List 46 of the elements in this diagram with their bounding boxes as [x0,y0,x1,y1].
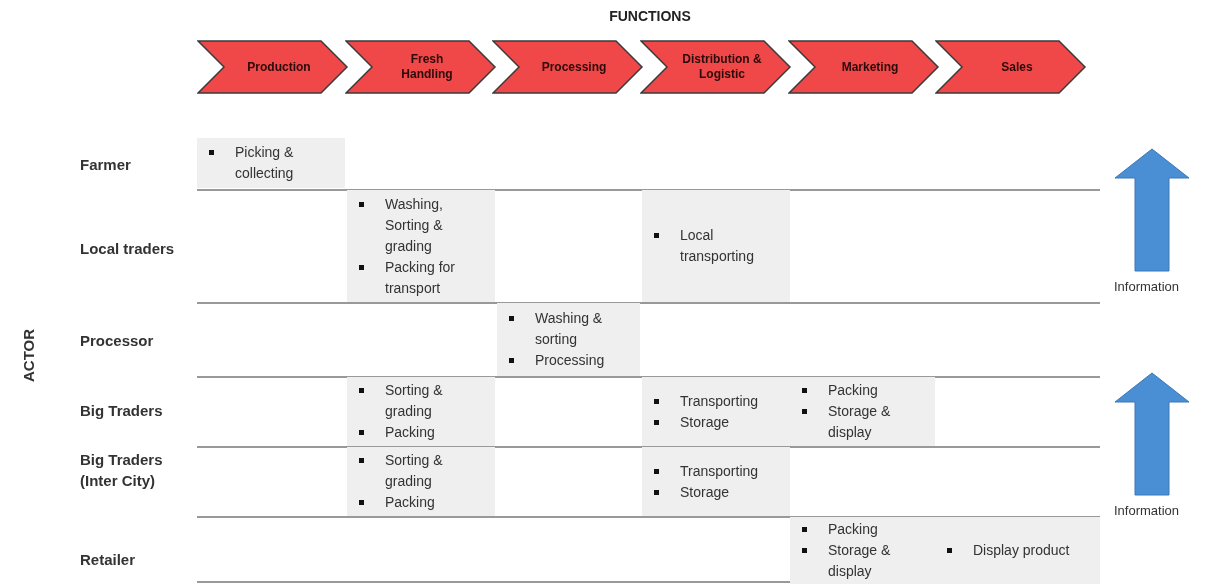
task-cell [347,377,495,446]
task-text: Packing for transport [385,257,457,298]
task-text: Storage & display [828,402,892,442]
task-text: Processing [535,351,605,370]
task-text: Sorting & grading [385,381,444,421]
function-label: Marketing [841,59,899,75]
task-cell [642,377,790,446]
actor-label: Retailer [80,550,136,570]
task-cell [497,303,640,376]
task-text: Washing & sorting [535,309,604,349]
task-cell [347,447,495,516]
task-text: Packing [828,381,878,400]
task-cell [790,517,935,584]
task-text: Packing [385,423,435,442]
task-text: Storage [680,482,730,502]
task-text: Transporting [680,391,759,411]
task-text: Picking & collecting [235,143,295,183]
arrow-caption: Information [1114,278,1180,296]
task-cell [197,138,345,188]
actor-label: Big Traders (Inter City) [80,450,164,491]
task-cell [790,377,935,446]
actor-label: Big Traders [80,401,163,421]
task-cell [642,190,790,302]
actor-label: Farmer [80,155,131,175]
task-cell [347,190,495,302]
diagram-title: FUNCTIONS [608,8,692,24]
task-cell [935,517,1100,584]
task-text: Packing [385,493,435,512]
task-text: Washing, Sorting & grading [385,194,444,256]
task-cell [642,447,790,516]
task-text: Storage [680,412,730,432]
task-text: Transporting [680,461,759,481]
arrow-caption: Information [1114,502,1180,520]
task-text: Sorting & grading [385,451,444,491]
function-label: Distribution & Logistic [681,52,763,82]
function-label: Sales [1001,59,1033,75]
function-label: Production [247,59,311,75]
axis-title: ACTOR [19,328,39,383]
task-text: Local transporting [680,226,755,266]
task-text: Packing [828,520,878,539]
function-label: Fresh Handling [400,52,454,82]
function-label: Processing [541,59,607,75]
task-text: Display product [973,541,1070,560]
actor-label: Processor [80,331,154,351]
task-text: Storage & display [828,541,892,581]
actor-label: Local traders [80,239,175,259]
